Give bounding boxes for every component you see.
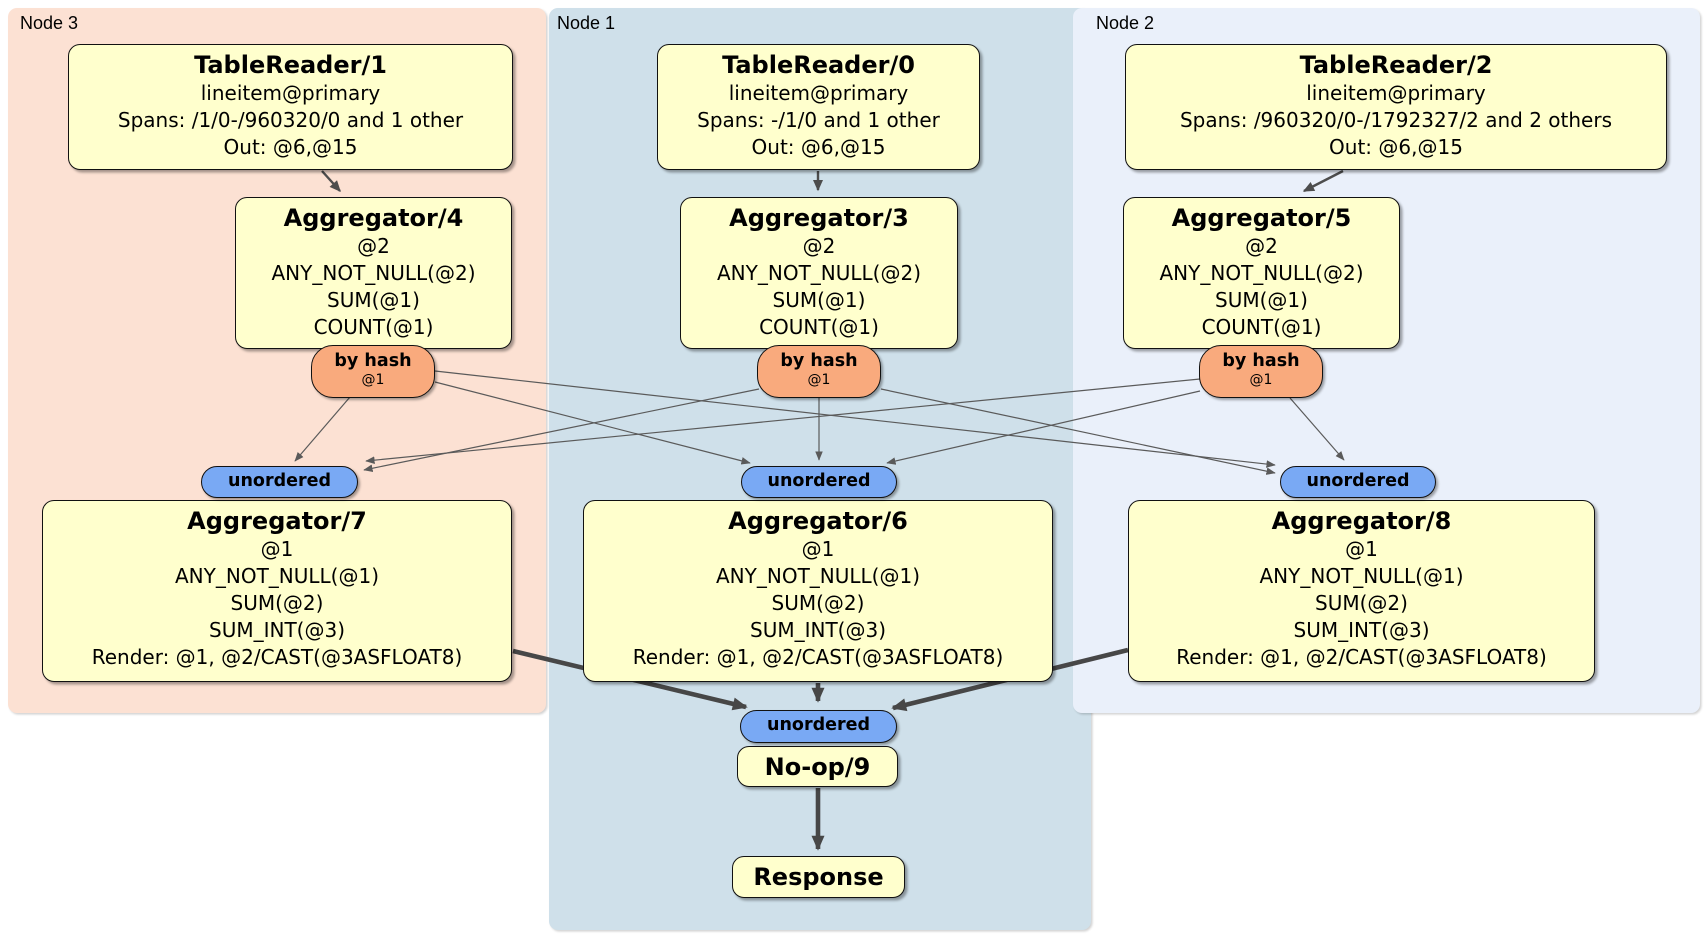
processor-title: TableReader/1 (194, 51, 387, 79)
processor-title: Aggregator/7 (187, 507, 367, 535)
processor-title: No-op/9 (764, 752, 871, 781)
processor-agg-fn: COUNT(@1) (759, 315, 879, 339)
processor-groupcols: @1 (1345, 537, 1378, 561)
processor-groupcols: @1 (260, 537, 294, 561)
processor-response: Response (732, 856, 905, 898)
edge-router4-sync8 (434, 370, 1276, 468)
router-hash-columns: @1 (361, 372, 385, 388)
processor-agg-fn: SUM(@1) (1215, 288, 1308, 312)
processor-agg-fn: ANY_NOT_NULL(@1) (716, 564, 920, 588)
router-hash-columns: @1 (807, 372, 831, 388)
router-by-hash-3: by hash @1 (757, 345, 881, 398)
sync-label: unordered (228, 471, 331, 491)
processor-render: Render: @1, @2/CAST(@3ASFLOAT8) (1176, 645, 1547, 669)
processor-index: lineitem@primary (1306, 81, 1486, 105)
node-group-1-label: Node 1 (557, 13, 616, 33)
router-label: by hash (1222, 351, 1300, 371)
processor-agg-fn: SUM_INT(@3) (750, 618, 886, 642)
edge-router5-sync7 (365, 378, 1201, 464)
sync-unordered-8: unordered (1280, 466, 1436, 498)
processor-agg-fn: SUM(@2) (771, 591, 865, 615)
processor-agg-fn: SUM(@2) (1315, 591, 1408, 615)
processor-title: Aggregator/4 (283, 204, 464, 232)
processor-out: Out: @6,@15 (751, 135, 886, 159)
processor-aggregator-7: Aggregator/7 @1 ANY_NOT_NULL(@1) SUM(@2)… (42, 500, 512, 682)
sync-label: unordered (1306, 471, 1410, 491)
edge-tr1-agg4 (321, 170, 341, 192)
sync-label: unordered (767, 471, 871, 491)
processor-out: Out: @6,@15 (1329, 135, 1463, 159)
processor-title: Aggregator/6 (728, 507, 908, 535)
processor-tablereader-1: TableReader/1 lineitem@primary Spans: /1… (68, 44, 513, 170)
processor-title: TableReader/2 (1299, 51, 1493, 79)
processor-agg-fn: ANY_NOT_NULL(@1) (1259, 564, 1464, 588)
sync-unordered-6: unordered (741, 466, 897, 498)
processor-title: TableReader/0 (722, 51, 915, 79)
processor-spans: Spans: /1/0-/960320/0 and 1 other (117, 108, 464, 132)
processor-aggregator-6: Aggregator/6 @1 ANY_NOT_NULL(@1) SUM(@2)… (583, 500, 1053, 682)
edge-router3-sync8 (880, 388, 1276, 475)
processor-agg-fn: ANY_NOT_NULL(@2) (1159, 261, 1364, 285)
node-group-2-label: Node 2 (1096, 13, 1155, 33)
router-label: by hash (780, 351, 858, 371)
processor-tablereader-2: TableReader/2 lineitem@primary Spans: /9… (1125, 44, 1667, 170)
processor-aggregator-3: Aggregator/3 @2 ANY_NOT_NULL(@2) SUM(@1)… (680, 197, 958, 349)
processor-agg-fn: SUM_INT(@3) (1293, 618, 1430, 642)
processor-agg-fn: ANY_NOT_NULL(@1) (175, 564, 379, 588)
processor-spans: Spans: -/1/0 and 1 other (697, 108, 940, 132)
processor-agg-fn: COUNT(@1) (1201, 315, 1322, 339)
edge-tr2-agg5 (1302, 169, 1344, 193)
processor-spans: Spans: /960320/0-/1792327/2 and 2 others (1179, 108, 1612, 132)
processor-agg-fn: SUM(@1) (772, 288, 866, 312)
router-by-hash-5: by hash @1 (1199, 345, 1323, 398)
processor-agg-fn: COUNT(@1) (313, 315, 434, 339)
processor-aggregator-5: Aggregator/5 @2 ANY_NOT_NULL(@2) SUM(@1)… (1123, 197, 1400, 349)
edge-router4-sync7 (294, 396, 351, 462)
processor-groupcols: @1 (801, 537, 835, 561)
node-group-3-label: Node 3 (20, 13, 79, 33)
sync-unordered-9: unordered (740, 710, 897, 743)
sync-label: unordered (767, 715, 870, 735)
processor-title: Response (753, 863, 884, 891)
processor-agg-fn: ANY_NOT_NULL(@2) (271, 261, 476, 285)
processor-render: Render: @1, @2/CAST(@3ASFLOAT8) (91, 645, 463, 669)
processor-aggregator-4: Aggregator/4 @2 ANY_NOT_NULL(@2) SUM(@1)… (235, 197, 512, 349)
processor-title: Aggregator/5 (1171, 204, 1352, 232)
edge-router4-sync6 (434, 381, 751, 465)
processor-title: Aggregator/8 (1271, 507, 1452, 535)
router-hash-columns: @1 (1249, 372, 1273, 388)
processor-render: Render: @1, @2/CAST(@3ASFLOAT8) (632, 645, 1004, 669)
processor-tablereader-0: TableReader/0 lineitem@primary Spans: -/… (657, 44, 980, 170)
processor-groupcols: @2 (802, 234, 836, 258)
processor-agg-fn: SUM(@1) (327, 288, 420, 312)
processor-groupcols: @2 (1245, 234, 1278, 258)
processor-agg-fn: SUM(@2) (230, 591, 324, 615)
router-label: by hash (334, 351, 412, 371)
processor-out: Out: @6,@15 (223, 135, 358, 159)
processor-groupcols: @2 (357, 234, 390, 258)
processor-index: lineitem@primary (728, 81, 909, 105)
edge-router5-sync6 (886, 390, 1201, 465)
edge-router5-sync8 (1289, 397, 1345, 461)
processor-noop-9: No-op/9 (737, 746, 898, 787)
sync-unordered-7: unordered (201, 466, 358, 498)
processor-aggregator-8: Aggregator/8 @1 ANY_NOT_NULL(@1) SUM(@2)… (1128, 500, 1595, 682)
processor-agg-fn: ANY_NOT_NULL(@2) (717, 261, 921, 285)
edge-router3-sync7 (363, 388, 760, 472)
processor-title: Aggregator/3 (729, 204, 909, 232)
processor-index: lineitem@primary (200, 81, 381, 105)
router-by-hash-4: by hash @1 (311, 345, 435, 398)
processor-agg-fn: SUM_INT(@3) (209, 618, 345, 642)
